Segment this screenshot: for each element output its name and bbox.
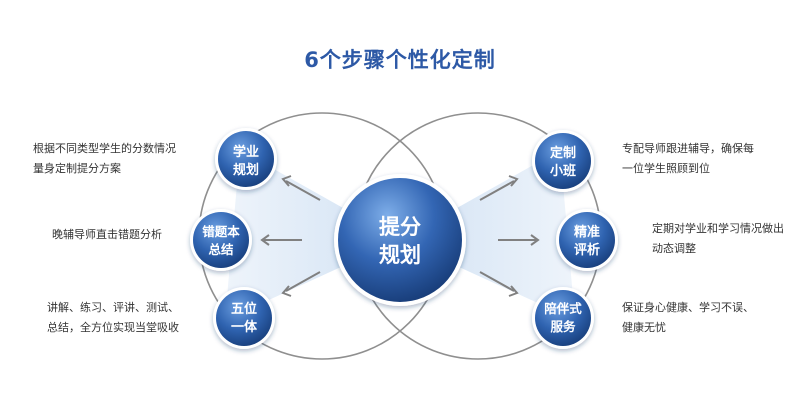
desc-five-in-one: 讲解、练习、评讲、测试、 总结，全方位实现当堂吸收 xyxy=(47,298,179,338)
node-academic-planning-line1: 学业 xyxy=(233,144,259,160)
node-precise-analysis-line2: 评析 xyxy=(574,242,600,258)
desc-companion-service-line2: 健康无忧 xyxy=(622,321,666,334)
desc-companion-service: 保证身心健康、学习不误、 健康无忧 xyxy=(622,298,754,338)
arrow-right-top-head xyxy=(508,175,519,187)
right-beam xyxy=(400,150,575,320)
arrow-right-bottom-head xyxy=(508,285,519,297)
arrow-left-bottom-head xyxy=(281,285,292,297)
desc-custom-small-class-line1: 专配导师跟进辅导，确保每 xyxy=(622,142,754,155)
arrow-right-bottom xyxy=(479,271,515,292)
desc-error-notebook-line1: 晚辅导师直击错题分析 xyxy=(52,228,162,241)
desc-five-in-one-line1: 讲解、练习、评讲、测试、 xyxy=(47,301,179,314)
left-beam xyxy=(225,150,400,320)
desc-precise-analysis-line2: 动态调整 xyxy=(652,242,696,255)
left-arrows xyxy=(260,175,321,297)
arrow-right-top xyxy=(479,180,515,201)
arrow-left-middle-head xyxy=(260,234,270,246)
desc-five-in-one-line2: 总结，全方位实现当堂吸收 xyxy=(47,321,179,334)
node-companion-service: 陪伴式 服务 xyxy=(532,287,594,349)
arrow-left-top xyxy=(285,180,321,201)
desc-academic-planning: 根据不同类型学生的分数情况 量身定制提分方案 xyxy=(33,139,176,179)
node-error-notebook-line1: 错题本 xyxy=(202,224,240,239)
page-title: 6个步骤个性化定制 xyxy=(304,48,496,72)
desc-academic-planning-line2: 量身定制提分方案 xyxy=(33,162,121,175)
desc-academic-planning-line1: 根据不同类型学生的分数情况 xyxy=(33,142,176,155)
node-error-notebook-line2: 总结 xyxy=(208,242,234,257)
node-precise-analysis-line1: 精准 xyxy=(574,224,600,240)
desc-error-notebook: 晚辅导师直击错题分析 xyxy=(52,225,162,245)
desc-custom-small-class: 专配导师跟进辅导，确保每 一位学生照顾到位 xyxy=(622,139,754,179)
center-node: 提分 规划 xyxy=(334,174,466,306)
node-five-in-one-line2: 一体 xyxy=(231,319,258,335)
node-error-notebook: 错题本 总结 xyxy=(190,209,252,271)
arrow-left-bottom xyxy=(285,271,321,292)
node-companion-service-line1: 陪伴式 xyxy=(544,301,582,316)
desc-precise-analysis-line1: 定期对学业和学习情况做出 xyxy=(652,222,784,235)
node-academic-planning-line2: 规划 xyxy=(233,162,259,178)
desc-companion-service-line1: 保证身心健康、学习不误、 xyxy=(622,301,754,314)
desc-precise-analysis: 定期对学业和学习情况做出 动态调整 xyxy=(652,219,784,259)
node-custom-small-class-line2: 小班 xyxy=(550,163,576,179)
node-academic-planning: 学业 规划 xyxy=(215,128,277,190)
right-arrows xyxy=(479,175,540,297)
node-precise-analysis: 精准 评析 xyxy=(556,209,618,271)
center-node-line1: 提分 xyxy=(379,215,421,239)
node-custom-small-class: 定制 小班 xyxy=(532,130,594,192)
desc-custom-small-class-line2: 一位学生照顾到位 xyxy=(622,162,710,175)
node-custom-small-class-line1: 定制 xyxy=(549,145,576,161)
node-companion-service-line2: 服务 xyxy=(550,319,576,334)
arrow-right-middle-head xyxy=(530,234,540,246)
arrow-left-top-head xyxy=(281,175,292,187)
center-node-line2: 规划 xyxy=(379,243,421,267)
node-five-in-one-line1: 五位 xyxy=(231,301,257,317)
node-five-in-one: 五位 一体 xyxy=(213,287,275,349)
